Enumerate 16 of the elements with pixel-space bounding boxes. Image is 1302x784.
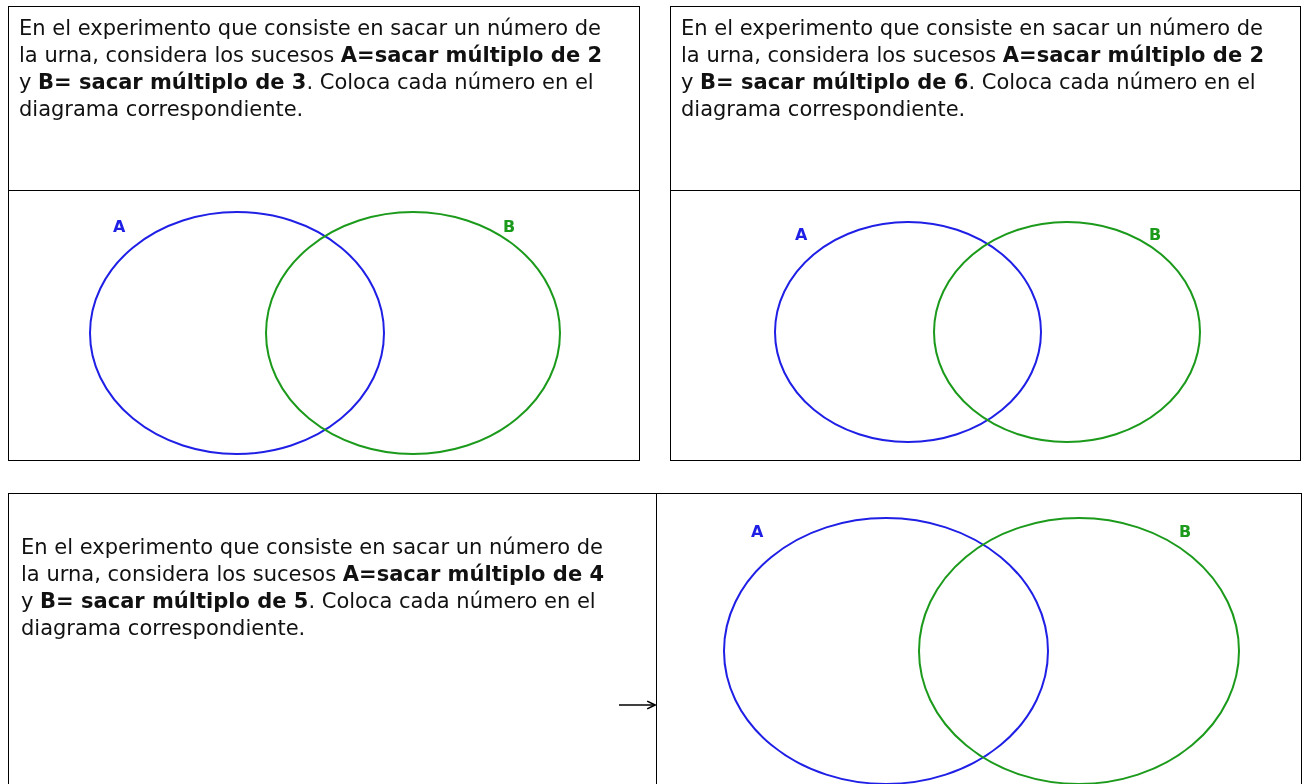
- arrow: [618, 700, 656, 710]
- diagram-panel: [8, 190, 640, 461]
- set-label: A: [751, 524, 764, 540]
- diagram-panel: [656, 493, 1302, 784]
- diagram-panel: [670, 190, 1301, 461]
- question-text: En el experimento que consiste en sacar un número de la urna, considera los sucesos A=sacar múltiplo de 2 y B= sacar múltiplo de 3. Coloca cada número en el diagrama correspondiente.: [19, 15, 604, 123]
- set-label: A: [113, 219, 126, 235]
- question-panel: [670, 6, 1301, 191]
- set-label: B: [1179, 524, 1192, 540]
- set-label: B: [1149, 227, 1162, 243]
- set-label: A: [795, 227, 808, 243]
- question-text: En el experimento que consiste en sacar un número de la urna, considera los sucesos A=sacar múltiplo de 2 y B= sacar múltiplo de 6. Coloca cada número en el diagrama correspondiente.: [681, 15, 1266, 123]
- set-label: B: [503, 219, 516, 235]
- question-text: En el experimento que consiste en sacar un número de la urna, considera los sucesos A=sacar múltiplo de 4 y B= sacar múltiplo de 5. Coloca cada número en el diagrama correspondiente.: [21, 534, 606, 642]
- question-panel: [8, 6, 640, 191]
- question-panel: [8, 493, 657, 784]
